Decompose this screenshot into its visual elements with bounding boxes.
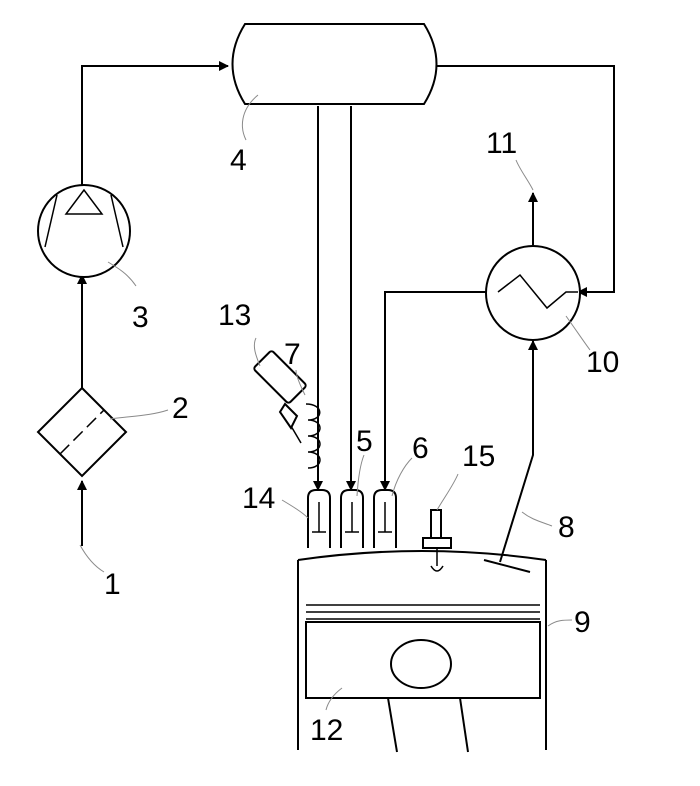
connecting-rod-left — [388, 698, 397, 752]
heat-exchanger — [486, 246, 580, 340]
label-13: 13 — [218, 299, 251, 332]
label-6: 6 — [412, 432, 429, 465]
label-8: 8 — [558, 511, 575, 544]
compressor — [38, 185, 130, 277]
leader-lines — [80, 95, 590, 710]
label-12: 12 — [310, 714, 343, 747]
label-11: 11 — [486, 127, 517, 160]
label-5: 5 — [356, 425, 373, 458]
label-10: 10 — [586, 346, 619, 379]
label-1: 1 — [104, 568, 121, 601]
exhaust-to-heat-exchanger-pipe — [500, 341, 533, 562]
label-7: 7 — [284, 338, 301, 371]
label-14: 14 — [242, 482, 275, 515]
spark-plug — [423, 510, 451, 571]
label-2: 2 — [172, 392, 189, 425]
exhaust-valve — [484, 560, 530, 572]
valve-6 — [374, 490, 396, 548]
label-9: 9 — [574, 606, 591, 639]
pressure-tank — [233, 24, 437, 104]
compressor-to-tank-pipe — [82, 66, 228, 187]
label-4: 4 — [230, 144, 247, 177]
connecting-rod-right — [460, 698, 468, 752]
air-filter — [38, 388, 126, 476]
valve-5 — [341, 490, 363, 548]
label-3: 3 — [132, 301, 149, 334]
valve-14 — [308, 490, 330, 548]
label-15: 15 — [462, 440, 495, 473]
